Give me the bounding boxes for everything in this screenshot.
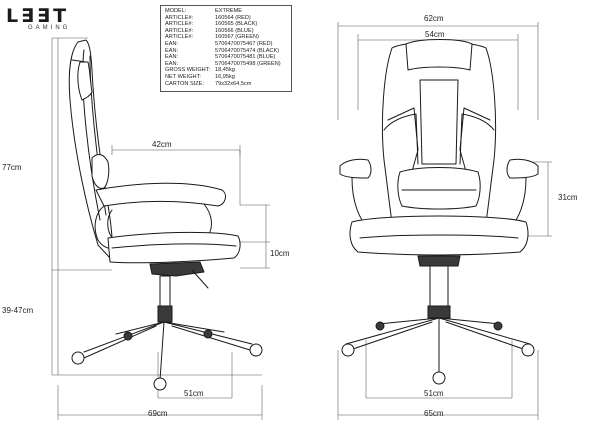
dim-width-total: 62cm bbox=[424, 14, 444, 23]
brand-logo: L∃∃T GAMING bbox=[6, 5, 70, 31]
logo-wordmark: L∃∃T bbox=[6, 5, 70, 27]
spec-row: ARTICLE#: 160564 (RED) bbox=[165, 15, 287, 22]
logo-subtitle: GAMING bbox=[28, 25, 71, 31]
spec-row: MODEL: EXTREME bbox=[165, 8, 287, 15]
spec-value: 160567 (GREEN) bbox=[215, 34, 259, 41]
dim-base-side: 51cm bbox=[184, 389, 204, 398]
spec-row: CARTON SIZE: 79x32x64,5cm bbox=[165, 81, 287, 88]
spec-value: 16,95kg bbox=[215, 73, 235, 80]
spec-row: EAN: 5706470075481 (BLUE) bbox=[165, 54, 287, 61]
spec-key: MODEL: bbox=[165, 8, 187, 14]
spec-row: EAN: 5706470075467 (RED) bbox=[165, 41, 287, 48]
dim-armrest-height: 10cm bbox=[270, 249, 290, 258]
spec-value: 160566 (BLUE) bbox=[215, 27, 254, 34]
dim-total-height: 77cm bbox=[2, 163, 22, 172]
chair-side-view bbox=[68, 39, 263, 391]
dim-armrest-to-seat: 31cm bbox=[558, 193, 578, 202]
spec-value: 5706470075481 (BLUE) bbox=[215, 54, 276, 61]
dim-seat-depth: 42cm bbox=[152, 140, 172, 149]
chair-front-view bbox=[339, 39, 539, 385]
dim-seat-height: 39-47cm bbox=[2, 306, 34, 315]
dim-depth-total: 69cm bbox=[148, 409, 168, 418]
spec-key: CARTON SIZE: bbox=[165, 80, 204, 87]
spec-key: EAN: bbox=[165, 54, 179, 61]
spec-key: ARTICLE#: bbox=[165, 27, 194, 34]
spec-key: ARTICLE#: bbox=[165, 14, 194, 21]
spec-row: GROSS WEIGHT: 18,45kg bbox=[165, 67, 287, 74]
spec-value: 18,45kg bbox=[215, 67, 235, 74]
spec-row: ARTICLE#: 160566 (BLUE) bbox=[165, 28, 287, 35]
spec-key: GROSS WEIGHT: bbox=[165, 67, 211, 74]
side-view-guides bbox=[51, 37, 270, 420]
spec-row: NET WEIGHT: 16,95kg bbox=[165, 74, 287, 81]
spec-value: 160565 (BLACK) bbox=[215, 21, 258, 28]
spec-value: 79x32x64,5cm bbox=[215, 80, 252, 87]
dim-base-front: 51cm bbox=[424, 389, 444, 398]
spec-key: EAN: bbox=[165, 40, 179, 47]
spec-key: EAN: bbox=[165, 47, 179, 54]
spec-value: 5706470075467 (RED) bbox=[215, 40, 273, 47]
spec-value: 5706470075474 (BLACK) bbox=[215, 47, 280, 54]
spec-key: NET WEIGHT: bbox=[165, 73, 201, 80]
spec-row: ARTICLE#: 160565 (BLACK) bbox=[165, 21, 287, 28]
spec-key: ARTICLE#: bbox=[165, 34, 194, 41]
spec-row: EAN: 5706470075498 (GREEN) bbox=[165, 61, 287, 68]
spec-row: ARTICLE#: 160567 (GREEN) bbox=[165, 34, 287, 41]
spec-value: 160564 (RED) bbox=[215, 14, 251, 21]
spec-key: ARTICLE#: bbox=[165, 21, 194, 28]
dim-front-total: 65cm bbox=[424, 409, 444, 418]
spec-key: EAN: bbox=[165, 60, 179, 67]
spec-value: EXTREME bbox=[215, 8, 243, 14]
spec-value: 5706470075498 (GREEN) bbox=[215, 60, 281, 67]
dim-backrest-width: 54cm bbox=[425, 30, 445, 39]
spec-row: EAN: 5706470075474 (BLACK) bbox=[165, 48, 287, 55]
